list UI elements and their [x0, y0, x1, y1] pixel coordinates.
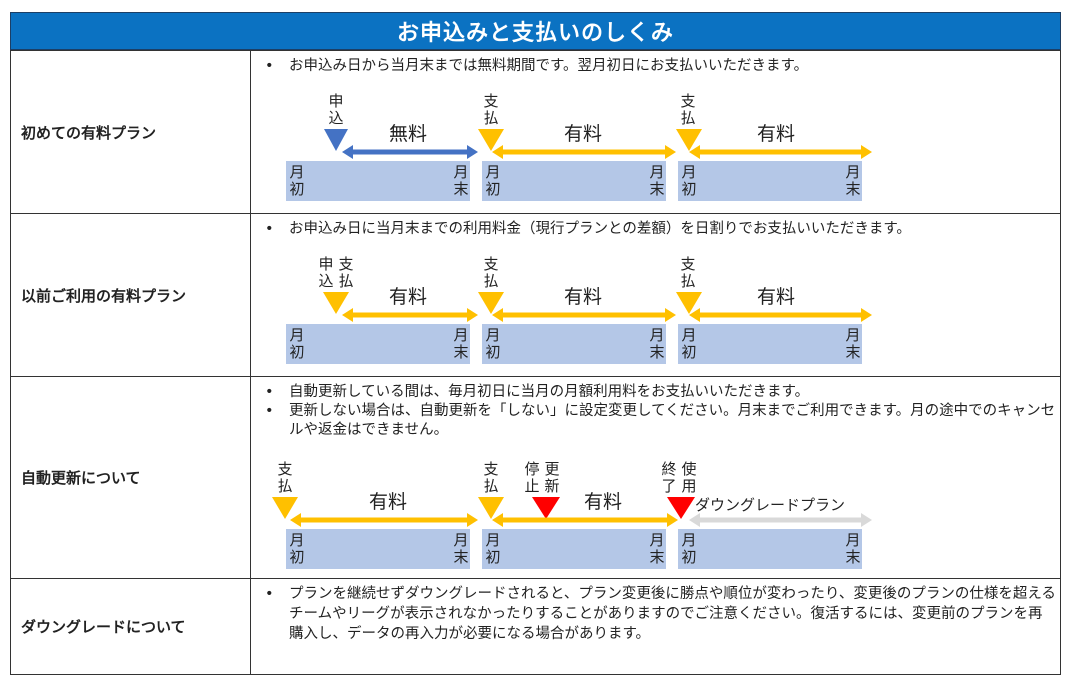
month-end-label: 月 末: [845, 531, 861, 566]
pay-label: 支 払: [680, 92, 696, 127]
timeline: 申 込 支 払 支 払 支 払 有料 有料 有料 月 初 月 末 月 初 月 末…: [251, 214, 1060, 376]
month-segment: [678, 161, 862, 201]
apply-label: 申 込: [328, 92, 344, 127]
month-start-label: 月 初: [485, 326, 501, 361]
pay-marker: [478, 292, 504, 314]
paid-arrow: [492, 513, 678, 527]
renew-label: 更 新: [544, 460, 560, 495]
timeline-graphics: [272, 497, 872, 527]
pay-label: 支 払: [680, 255, 696, 290]
month-end-label: 月 末: [649, 163, 665, 198]
month-end-label: 月 末: [453, 531, 469, 566]
free-arrow: [342, 145, 478, 159]
row-first-paid-plan: 初めての有料プラン お申込み日から当月末までは無料期間です。翌月初日にお支払いい…: [11, 51, 1060, 214]
end-label: 終 了: [661, 460, 677, 495]
paid-arrow: [342, 308, 478, 322]
timeline: 支 払 支 払 停 止 更 新 終 了 使 用 有料 有料 ダウングレードプラン…: [251, 377, 1060, 578]
pay-label: 支 払: [483, 255, 499, 290]
row-label: 初めての有料プラン: [11, 51, 251, 213]
apply-pay-marker: [323, 292, 349, 314]
month-start-label: 月 初: [681, 531, 697, 566]
row-label: ダウングレードについて: [11, 579, 251, 674]
month-end-label: 月 末: [845, 163, 861, 198]
row-downgrade: ダウングレードについて プランを継続せずダウングレードされると、プラン変更後に勝…: [11, 579, 1060, 674]
row-content: 自動更新している間は、毎月初日に当月の月額利用料をお支払いいただきます。 更新し…: [251, 377, 1060, 578]
row-content: お申込み日に当月末までの利用料金（現行プランとの差額）を日割りでお支払いいただき…: [251, 214, 1060, 376]
month-segment: [678, 529, 862, 569]
bullet-list: 自動更新している間は、毎月初日に当月の月額利用料をお支払いいただきます。 更新し…: [259, 383, 1056, 440]
paid-label: 有料: [564, 286, 603, 308]
pay-marker: [676, 292, 702, 314]
pay-label: 支 払: [338, 255, 354, 290]
month-start-label: 月 初: [681, 163, 697, 198]
timeline: 申 込 支 払 支 払 無料 有料 有料 月 初 月 末 月 初 月 末 月 初…: [251, 51, 1060, 213]
info-table: 初めての有料プラン お申込み日から当月末までは無料期間です。翌月初日にお支払いい…: [10, 50, 1061, 675]
month-segment: [482, 324, 666, 364]
paid-arrow: [492, 145, 676, 159]
downgrade-plan-label: ダウングレードプラン: [695, 496, 846, 514]
free-label: 無料: [389, 123, 428, 145]
row-label: 以前ご利用の有料プラン: [11, 214, 251, 376]
downgrade-arrow: [689, 513, 872, 527]
pay-marker: [676, 129, 702, 151]
paid-label: 有料: [389, 286, 428, 308]
bullet-item: プランを継続せずダウングレードされると、プラン変更後に勝点や順位が変わったり、変…: [259, 584, 1056, 644]
row-previous-paid-plan: 以前ご利用の有料プラン お申込み日に当月末までの利用料金（現行プランとの差額）を…: [11, 214, 1060, 377]
month-start-label: 月 初: [485, 531, 501, 566]
month-end-label: 月 末: [649, 531, 665, 566]
pay-marker: [478, 497, 504, 519]
pay-label: 支 払: [483, 460, 499, 495]
paid-arrow: [290, 513, 478, 527]
end-use-marker: [667, 497, 695, 519]
use-label: 使 用: [681, 460, 697, 495]
timeline-graphics: [324, 129, 872, 159]
stop-renew-marker: [532, 497, 560, 519]
bullet-item: お申込み日から当月末までは無料期間です。翌月初日にお支払いいただきます。: [259, 57, 1056, 76]
month-start-label: 月 初: [289, 163, 305, 198]
month-start-label: 月 初: [681, 326, 697, 361]
month-start-label: 月 初: [289, 531, 305, 566]
month-segment: [482, 529, 666, 569]
pay-marker: [272, 497, 298, 519]
pay-label: 支 払: [483, 92, 499, 127]
paid-arrow: [689, 308, 872, 322]
bullet-list: お申込み日から当月末までは無料期間です。翌月初日にお支払いいただきます。: [259, 57, 1056, 76]
month-segment: [678, 324, 862, 364]
pay-marker: [478, 129, 504, 151]
month-segment: [286, 161, 470, 201]
month-segment: [286, 324, 470, 364]
timeline-graphics: [323, 292, 872, 322]
month-end-label: 月 末: [453, 326, 469, 361]
paid-arrow: [492, 308, 676, 322]
month-end-label: 月 末: [453, 163, 469, 198]
bullet-list: プランを継続せずダウングレードされると、プラン変更後に勝点や順位が変わったり、変…: [259, 584, 1056, 644]
page-title: お申込みと支払いのしくみ: [10, 12, 1061, 50]
bullet-list: お申込み日に当月末までの利用料金（現行プランとの差額）を日割りでお支払いいただき…: [259, 220, 1056, 239]
month-start-label: 月 初: [485, 163, 501, 198]
month-segment: [482, 161, 666, 201]
paid-label: 有料: [564, 123, 603, 145]
paid-label: 有料: [584, 491, 623, 513]
bullet-item: 更新しない場合は、自動更新を「しない」に設定変更してください。月末までご利用でき…: [259, 402, 1056, 440]
paid-label: 有料: [757, 286, 796, 308]
paid-arrow: [689, 145, 872, 159]
month-end-label: 月 末: [845, 326, 861, 361]
month-start-label: 月 初: [289, 326, 305, 361]
month-segment: [286, 529, 470, 569]
apply-label: 申 込: [318, 255, 334, 290]
month-end-label: 月 末: [649, 326, 665, 361]
row-label: 自動更新について: [11, 377, 251, 578]
row-content: プランを継続せずダウングレードされると、プラン変更後に勝点や順位が変わったり、変…: [251, 579, 1060, 674]
pay-label: 支 払: [277, 460, 293, 495]
bullet-item: お申込み日に当月末までの利用料金（現行プランとの差額）を日割りでお支払いいただき…: [259, 220, 1056, 239]
bullet-item: 自動更新している間は、毎月初日に当月の月額利用料をお支払いいただきます。: [259, 383, 1056, 402]
paid-label: 有料: [757, 123, 796, 145]
stop-label: 停 止: [524, 460, 540, 495]
row-auto-renew: 自動更新について 自動更新している間は、毎月初日に当月の月額利用料をお支払いいた…: [11, 377, 1060, 579]
row-content: お申込み日から当月末までは無料期間です。翌月初日にお支払いいただきます。: [251, 51, 1060, 213]
apply-marker: [324, 129, 348, 151]
paid-label: 有料: [369, 491, 408, 513]
